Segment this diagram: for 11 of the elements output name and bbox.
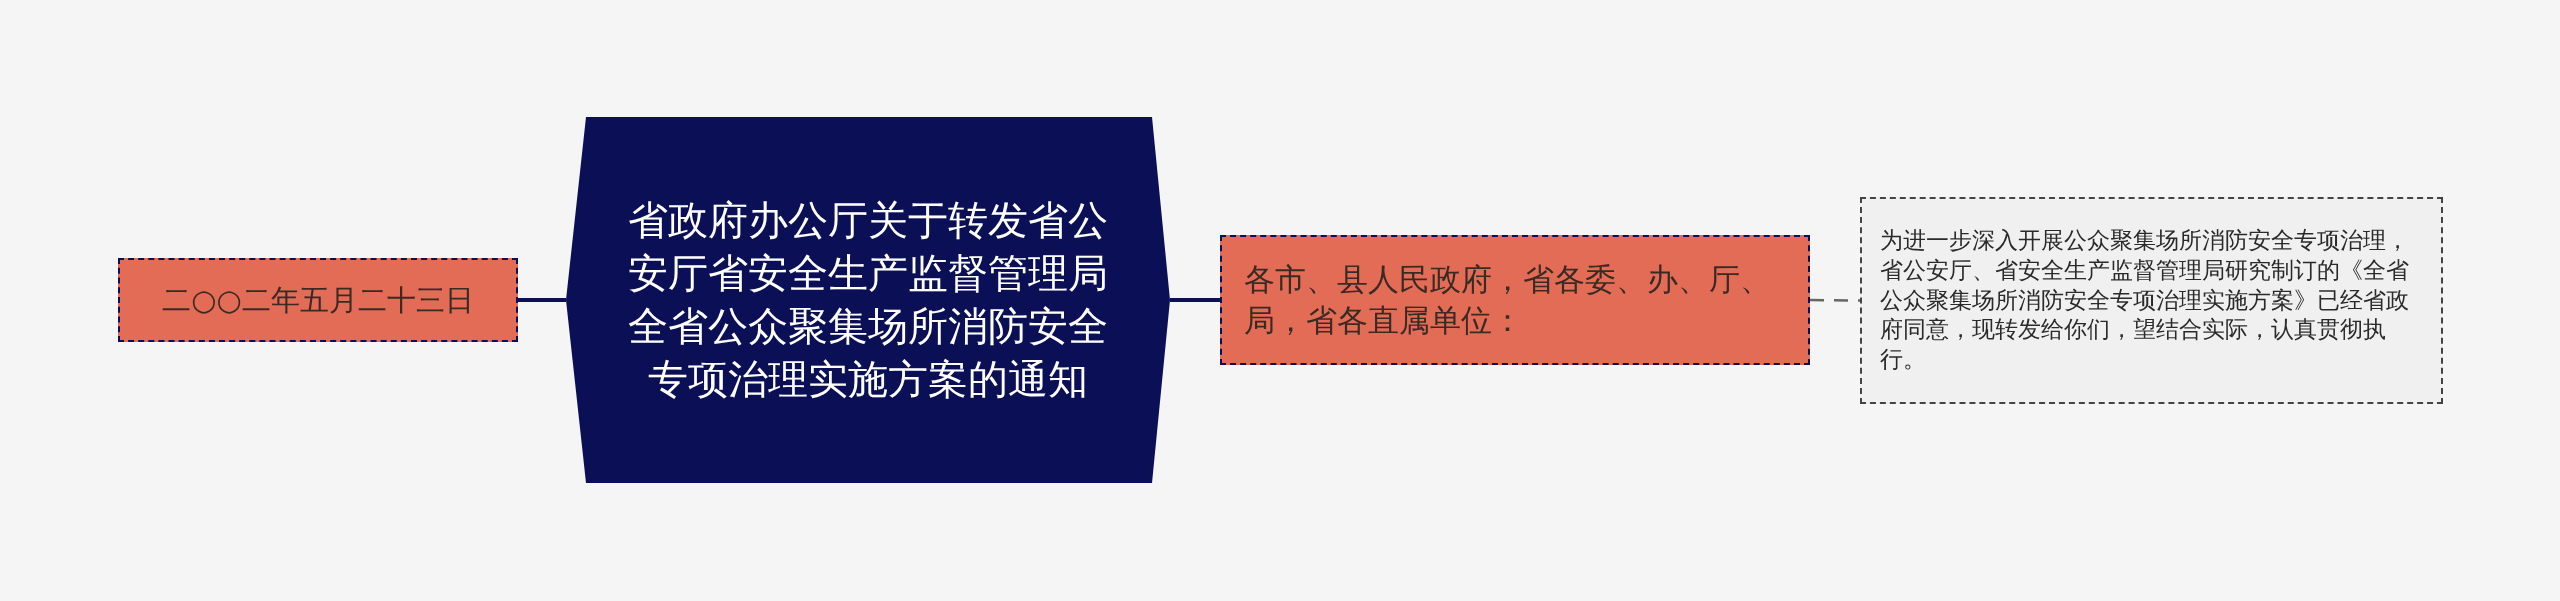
topic-box bbox=[1220, 235, 1810, 365]
note-text: 为进一步深入开展公众聚集场所消防安全专项治理，省公安厅、省安全生产监督管理局研究制订的《全省公众聚集场所消防安全专项治理实施方案》已经省政府同意，现转发给你们，望结合实际，认真贯彻执行。 bbox=[1880, 226, 2410, 375]
topic-text: 二○○二年五月二十三日 bbox=[161, 281, 475, 319]
connector-line bbox=[518, 298, 566, 302]
topic-text: 各市、县人民政府，省各委、办、厅、局，省各直属单位： bbox=[1244, 260, 1772, 340]
note-box bbox=[1860, 197, 2443, 404]
connector-line bbox=[1170, 298, 1220, 302]
topic-box bbox=[118, 258, 518, 342]
title-text: 省政府办公厅关于转发省公安厅省安全生产监督管理局全省公众聚集场所消防安全专项治理实施方案的通知 bbox=[627, 196, 1109, 404]
connector-line bbox=[1810, 298, 1860, 302]
title-hexagon bbox=[566, 117, 1170, 483]
